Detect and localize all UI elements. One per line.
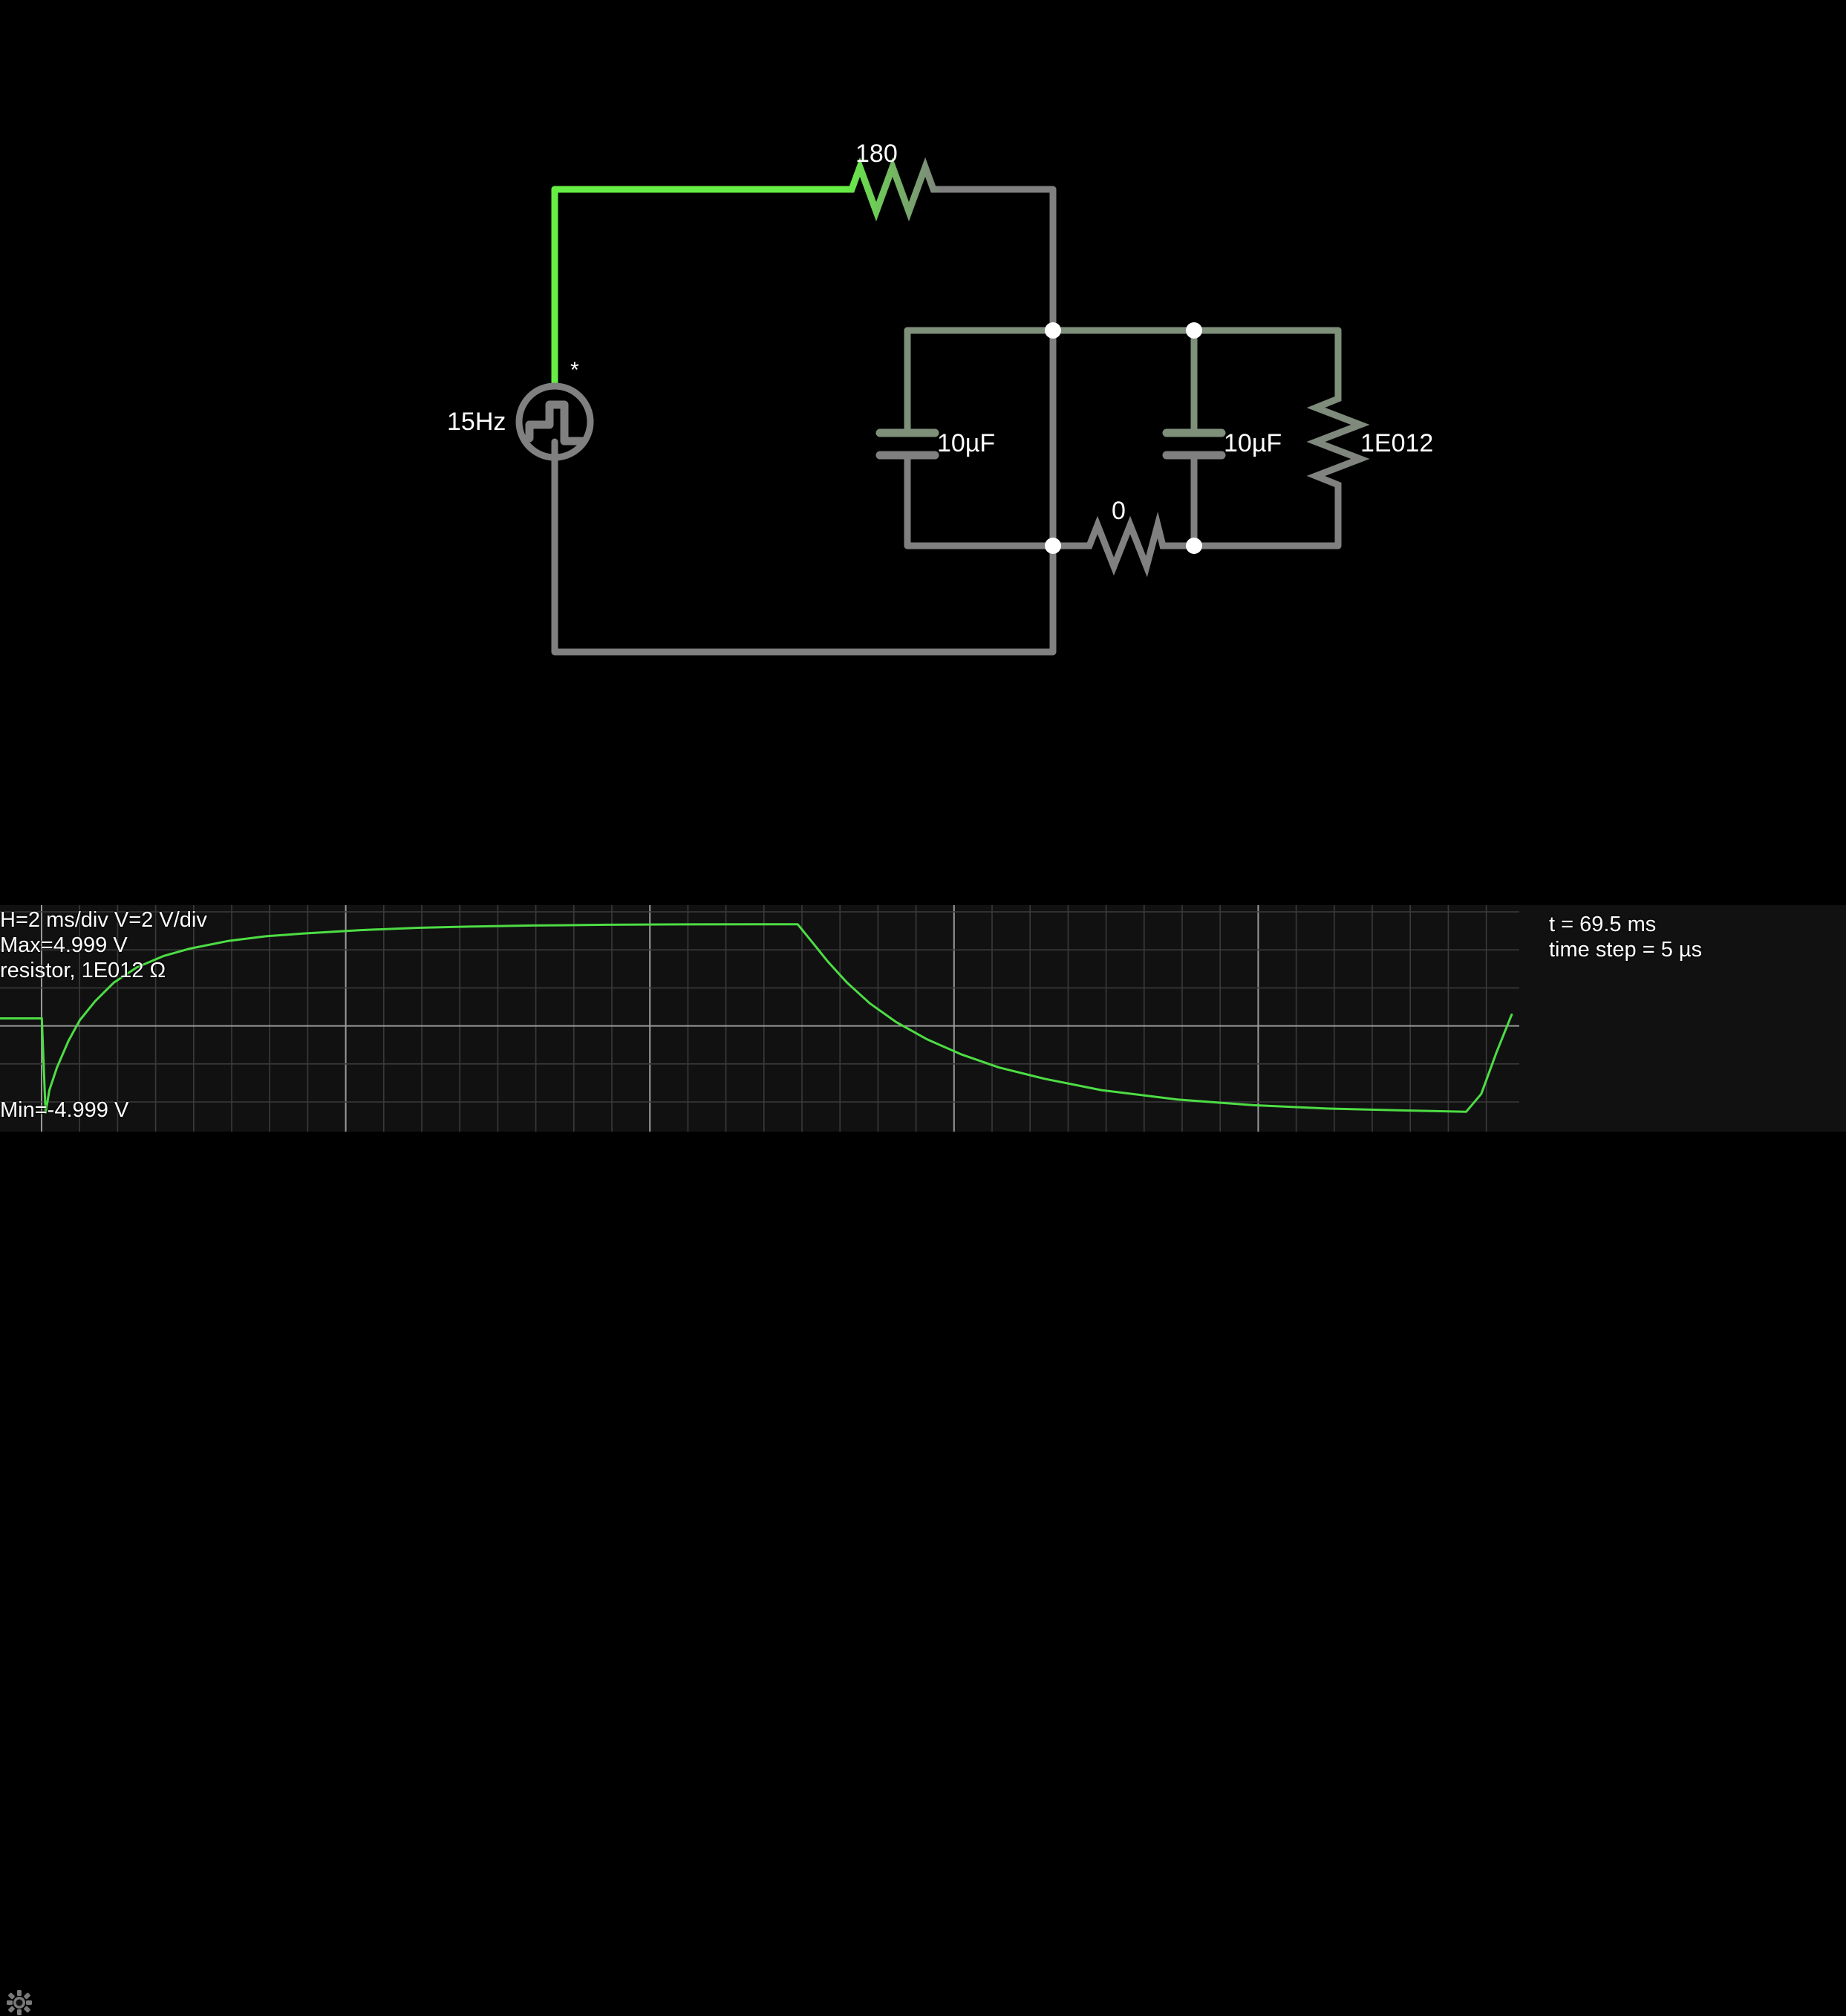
scope-timestep-text: time step = 5 µs <box>1549 938 1703 962</box>
junction-dots <box>1045 322 1202 554</box>
resistor-0-symbol[interactable] <box>1080 512 1167 578</box>
node-dot <box>1186 322 1202 339</box>
square-wave-voltage-source-symbol[interactable] <box>515 382 594 461</box>
wire-live-branch[interactable] <box>551 186 847 390</box>
resistor-1E012-symbol[interactable] <box>1306 390 1370 549</box>
scope-plot-area[interactable] <box>0 905 1519 1132</box>
scope-scale-text: H=2 ms/div V=2 V/div <box>0 908 207 932</box>
resistor-1E012-label: 1E012 <box>1360 429 1434 457</box>
capacitor-left-symbol[interactable] <box>875 428 939 549</box>
wire-top-rail[interactable] <box>904 327 1342 437</box>
capacitor-left-label: 10µF <box>937 429 996 457</box>
resistor-180-symbol[interactable] <box>843 157 943 222</box>
source-frequency-label: 15Hz <box>447 408 506 436</box>
scope-info-left: H=2 ms/div V=2 V/div Max=4.999 V resisto… <box>0 907 207 983</box>
scope-source-text: resistor, 1E012 Ω <box>0 959 166 982</box>
scope-grid <box>0 905 1519 1132</box>
node-dot <box>1186 538 1202 554</box>
capacitor-right-symbol[interactable] <box>1162 428 1226 549</box>
circuit-diagram <box>515 157 1370 656</box>
node-dot <box>1045 322 1061 339</box>
capacitor-right-label: 10µF <box>1224 429 1282 457</box>
scope-max-text: Max=4.999 V <box>0 933 128 957</box>
resistor-0-label: 0 <box>1112 497 1126 525</box>
gear-icon[interactable] <box>6 1989 33 2016</box>
scope-min-text: Min=-4.999 V <box>0 1098 129 1122</box>
scope-time-text: t = 69.5 ms <box>1549 913 1657 936</box>
node-dot <box>1045 538 1061 554</box>
source-flag-marker: * <box>570 358 579 382</box>
scope-waveform-trace <box>0 923 1513 1115</box>
circuit-canvas[interactable]: 180 15Hz * 10µF 10µF 1E012 0 <box>0 0 1846 905</box>
resistor-180-label: 180 <box>855 140 898 168</box>
oscilloscope-panel[interactable] <box>0 905 1846 2015</box>
scope-info-right: t = 69.5 ms time step = 5 µs <box>1549 912 1702 962</box>
wire-outer-loop[interactable] <box>551 186 1057 656</box>
